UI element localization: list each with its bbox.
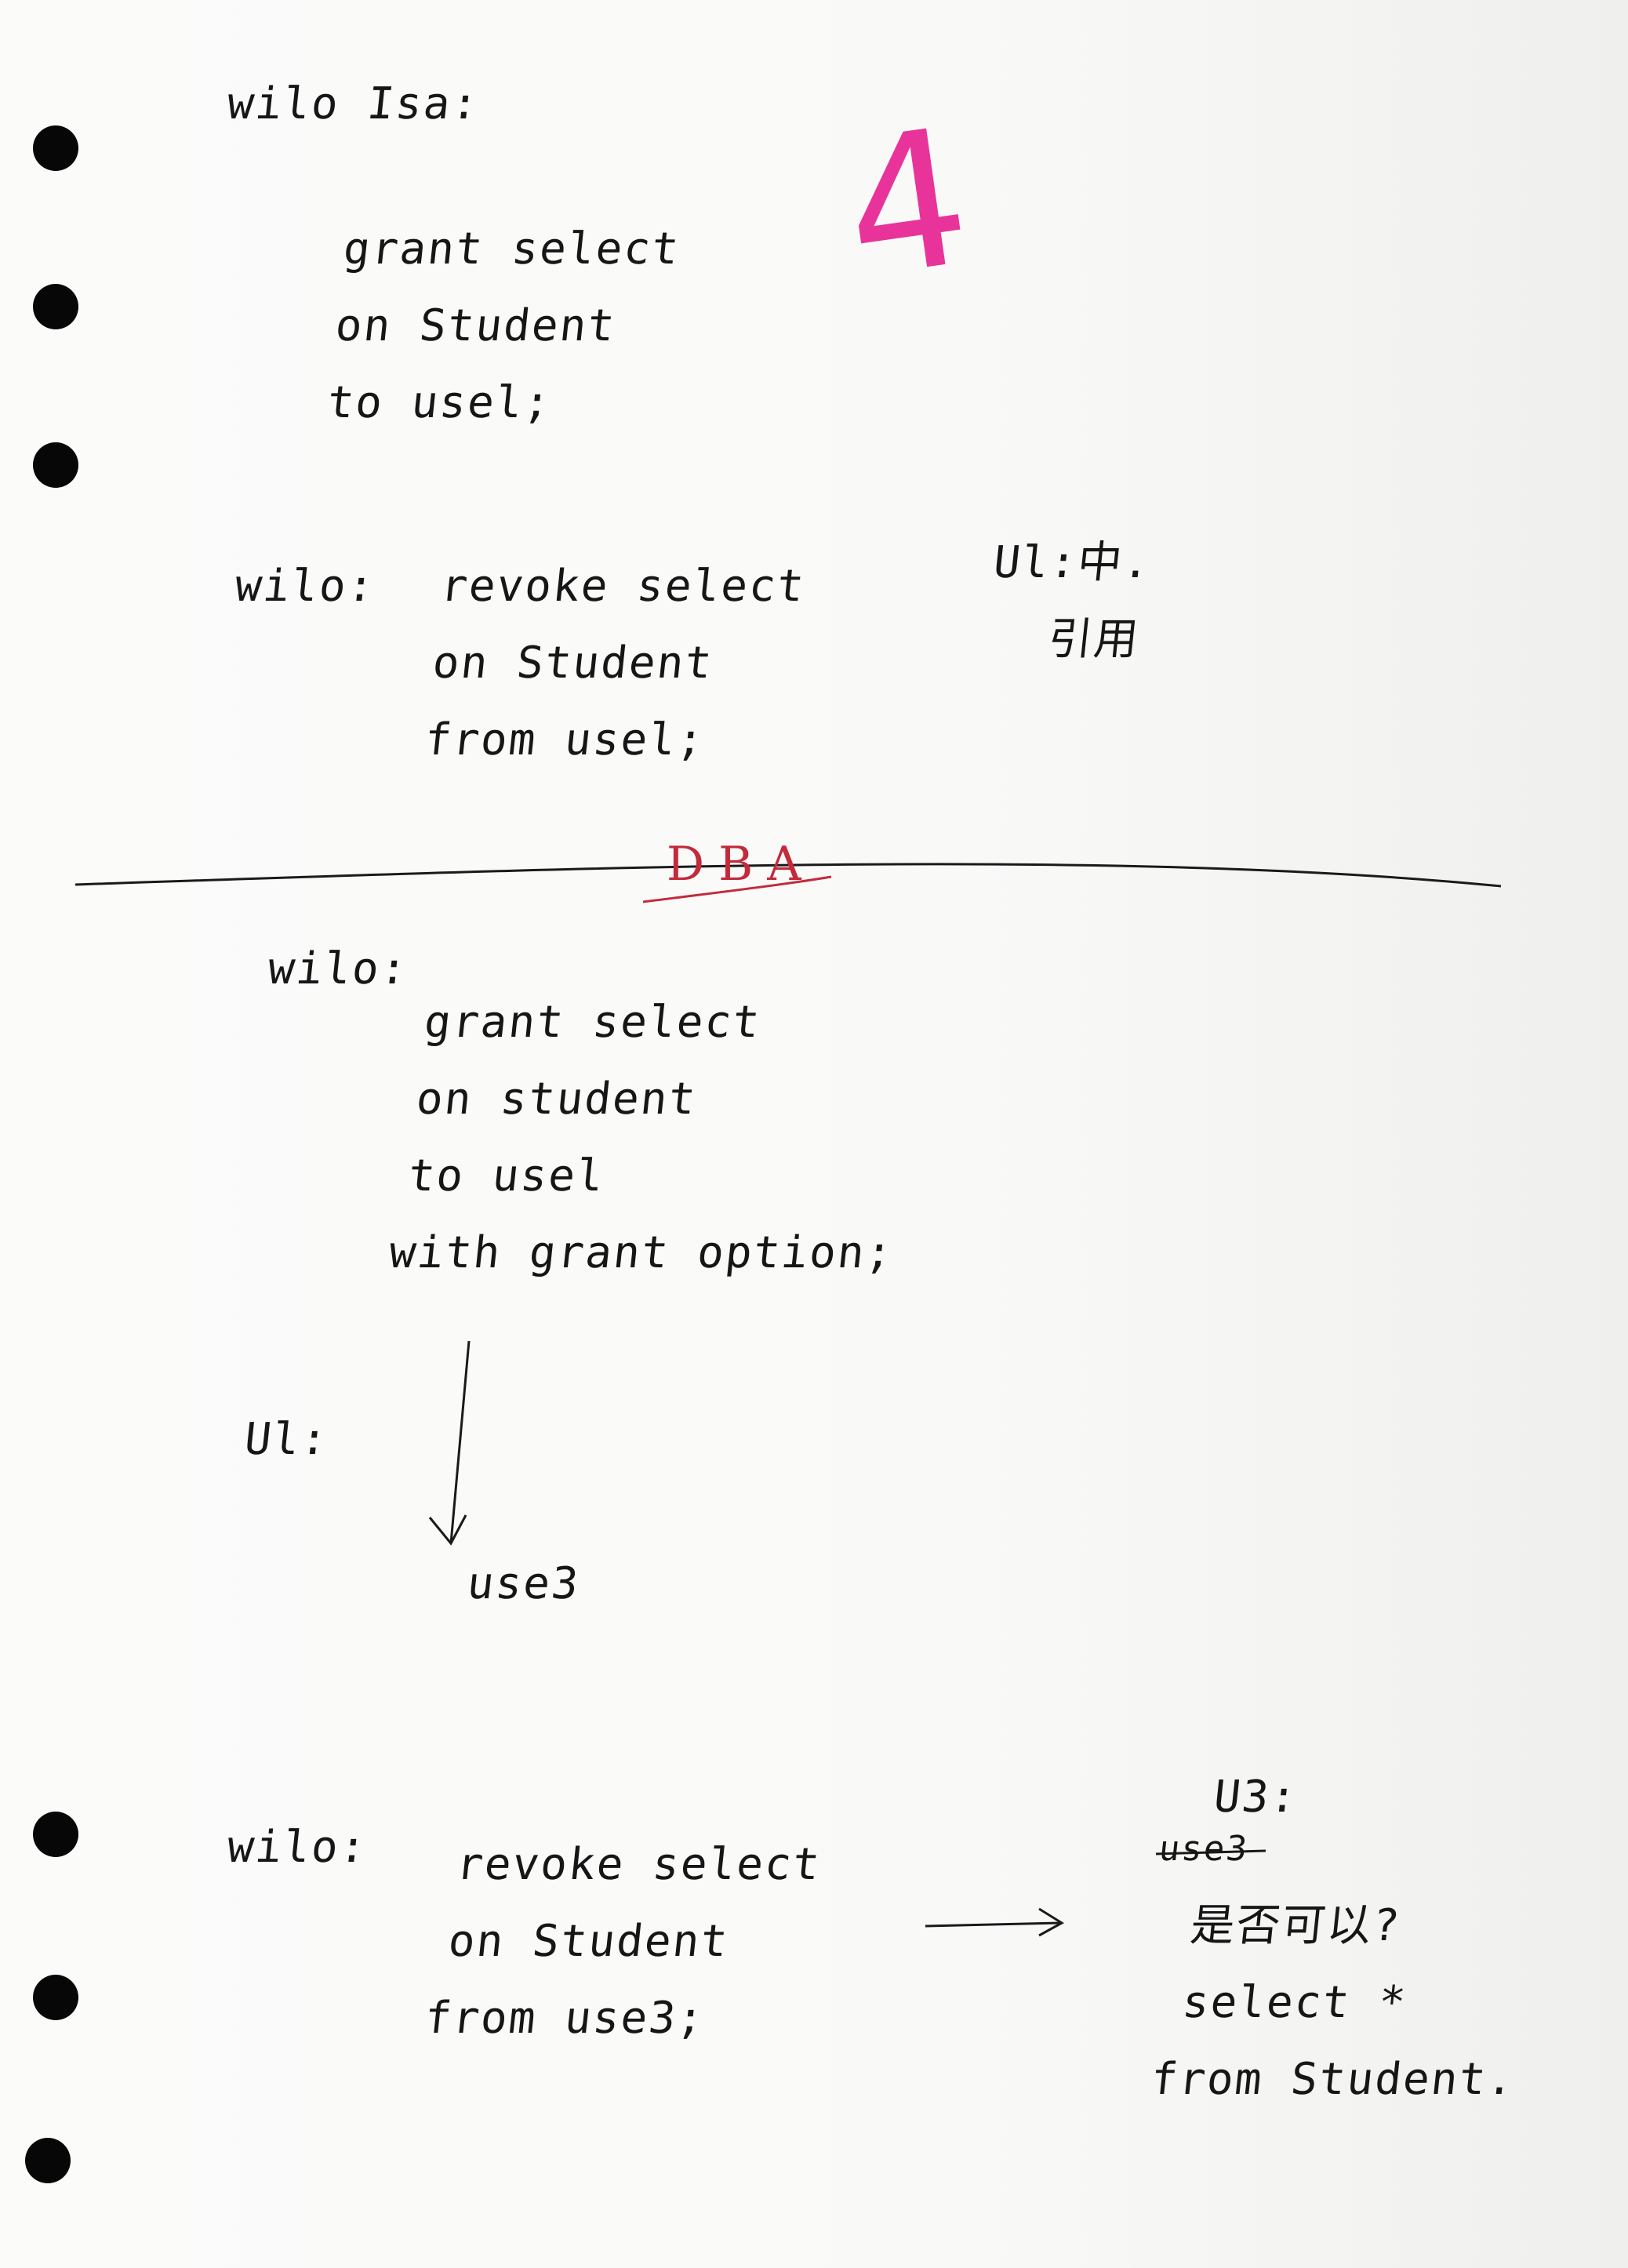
use3-label: use3 xyxy=(464,1558,583,1609)
bottom-grant-statement: grant select on student to usel with gra… xyxy=(387,997,921,1278)
note-line: select * xyxy=(1179,1977,1410,2028)
statement-line: to usel xyxy=(405,1150,608,1201)
statement-line: from use3; xyxy=(422,1993,708,2044)
binder-hole xyxy=(33,284,78,329)
revoke-2-label: wilo: xyxy=(224,1822,371,1873)
strike-line xyxy=(1155,1849,1266,1855)
binder-hole xyxy=(25,2138,71,2183)
right-arrow-shaft xyxy=(925,1921,1061,1928)
down-arrow-head xyxy=(428,1514,467,1546)
statement-line: revoke select xyxy=(453,1839,824,1890)
statement-line: on student xyxy=(413,1074,700,1125)
statement-line: with grant option; xyxy=(387,1227,896,1278)
dba-underline xyxy=(642,875,832,903)
down-arrow-shaft xyxy=(449,1340,471,1544)
binder-hole xyxy=(33,1812,78,1857)
statement-line: on Student xyxy=(445,1916,732,1967)
binder-hole xyxy=(33,125,78,171)
binder-hole xyxy=(33,1975,78,2020)
right-arrow-head xyxy=(1038,1907,1064,1937)
separator-line xyxy=(74,863,1502,888)
binder-hole xyxy=(33,442,78,488)
note-line: 是否可以? xyxy=(1187,1900,1404,1951)
separator-label: DBA xyxy=(667,837,816,892)
note-2-struck: use3 xyxy=(1157,1829,1251,1869)
note-2-body: 是否可以? select * from Student. xyxy=(1148,1900,1534,2105)
bottom-section-label: wilo: xyxy=(265,943,412,994)
u1-label: Ul: xyxy=(242,1414,332,1465)
note-2-title: U3: xyxy=(1211,1772,1301,1823)
note-line: from Student. xyxy=(1148,2054,1518,2105)
statement-line: grant select xyxy=(422,997,764,1048)
revoke-2-statement: revoke select on Student from use3; xyxy=(422,1839,824,2044)
